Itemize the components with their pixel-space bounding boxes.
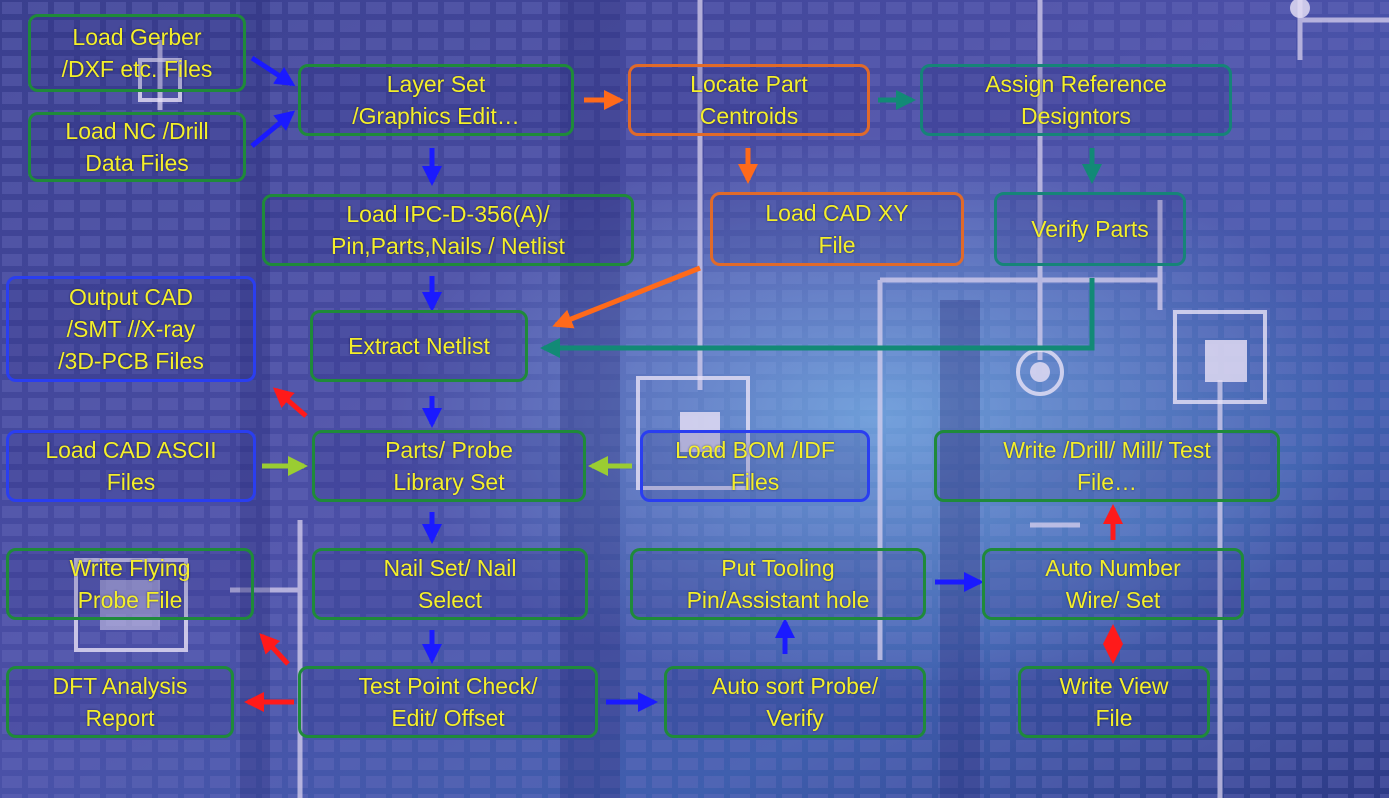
nail-set-line1: Nail Set/ Nail xyxy=(383,555,517,581)
load-cad-ascii-box: Load CAD ASCII Files xyxy=(6,430,256,502)
output-cad-box: Output CAD /SMT //X-ray /3D-PCB Files xyxy=(6,276,256,382)
put-tooling-line2: Pin/Assistant hole xyxy=(686,587,870,613)
test-point-check-box: Test Point Check/ Edit/ Offset xyxy=(298,666,598,738)
load-cad-xy-box: Load CAD XY File xyxy=(710,192,964,266)
locate-centroids-line1: Locate Part xyxy=(690,71,808,97)
put-tooling-box: Put Tooling Pin/Assistant hole xyxy=(630,548,926,620)
auto-number-line2: Wire/ Set xyxy=(1065,587,1161,613)
assign-reference-line1: Assign Reference xyxy=(985,71,1167,97)
locate-centroids-line2: Centroids xyxy=(699,103,799,129)
assign-reference-line2: Designtors xyxy=(1021,103,1131,129)
parts-probe-line2: Library Set xyxy=(393,469,505,495)
load-nc-drill-box: Load NC /Drill Data Files xyxy=(28,112,246,182)
dft-analysis-line1: DFT Analysis xyxy=(52,673,188,699)
output-cad-line2: /SMT //X-ray xyxy=(66,316,196,342)
write-view-file-box: Write View File xyxy=(1018,666,1210,738)
write-drill-mill-box: Write /Drill/ Mill/ Test File… xyxy=(934,430,1280,502)
load-ipc-line1: Load IPC-D-356(A)/ xyxy=(346,201,550,227)
load-nc-line1: Load NC /Drill xyxy=(65,118,209,144)
auto-sort-line2: Verify xyxy=(766,705,824,731)
test-point-line1: Test Point Check/ xyxy=(358,673,538,699)
load-bom-box: Load BOM /IDF Files xyxy=(640,430,870,502)
load-bom-line1: Load BOM /IDF xyxy=(675,437,835,463)
auto-number-box: Auto Number Wire/ Set xyxy=(982,548,1244,620)
test-point-line2: Edit/ Offset xyxy=(391,705,505,731)
load-ipc-line2: Pin,Parts,Nails / Netlist xyxy=(331,233,565,259)
load-cad-ascii-line2: Files xyxy=(106,469,156,495)
load-ipc-box: Load IPC-D-356(A)/ Pin,Parts,Nails / Net… xyxy=(262,194,634,266)
load-gerber-line1: Load Gerber xyxy=(72,24,202,50)
locate-centroids-box: Locate Part Centroids xyxy=(628,64,870,136)
write-view-line1: Write View xyxy=(1059,673,1169,699)
load-gerber-line2: /DXF etc. Files xyxy=(61,56,213,82)
output-cad-line1: Output CAD xyxy=(69,284,193,310)
write-flying-line2: Probe File xyxy=(77,587,183,613)
layer-set-line2: /Graphics Edit… xyxy=(352,103,520,129)
dft-analysis-box: DFT Analysis Report xyxy=(6,666,234,738)
write-drill-line2: File… xyxy=(1076,469,1138,495)
auto-sort-line1: Auto sort Probe/ xyxy=(711,673,879,699)
verify-parts-line1: Verify Parts xyxy=(1031,216,1149,242)
load-nc-line2: Data Files xyxy=(85,150,189,176)
auto-number-line1: Auto Number xyxy=(1045,555,1181,581)
parts-probe-box: Parts/ Probe Library Set xyxy=(312,430,586,502)
load-bom-line2: Files xyxy=(730,469,780,495)
auto-sort-probe-box: Auto sort Probe/ Verify xyxy=(664,666,926,738)
extract-netlist-line1: Extract Netlist xyxy=(348,333,490,359)
layer-set-line1: Layer Set xyxy=(386,71,486,97)
nail-set-box: Nail Set/ Nail Select xyxy=(312,548,588,620)
dft-analysis-line2: Report xyxy=(85,705,155,731)
load-cad-xy-line2: File xyxy=(818,232,856,258)
layer-set-box: Layer Set /Graphics Edit… xyxy=(298,64,574,136)
put-tooling-line1: Put Tooling xyxy=(721,555,835,581)
load-gerber-box: Load Gerber /DXF etc. Files xyxy=(28,14,246,92)
assign-reference-box: Assign Reference Designtors xyxy=(920,64,1232,136)
parts-probe-line1: Parts/ Probe xyxy=(385,437,513,463)
write-view-line2: File xyxy=(1095,705,1133,731)
write-drill-line1: Write /Drill/ Mill/ Test xyxy=(1003,437,1211,463)
load-cad-xy-line1: Load CAD XY xyxy=(765,200,909,226)
load-cad-ascii-line1: Load CAD ASCII xyxy=(45,437,217,463)
extract-netlist-box: Extract Netlist xyxy=(310,310,528,382)
output-cad-line3: /3D-PCB Files xyxy=(58,348,204,374)
nail-set-line2: Select xyxy=(418,587,482,613)
write-flying-line1: Write Flying xyxy=(69,555,191,581)
verify-parts-box: Verify Parts xyxy=(994,192,1186,266)
write-flying-probe-box: Write Flying Probe File xyxy=(6,548,254,620)
